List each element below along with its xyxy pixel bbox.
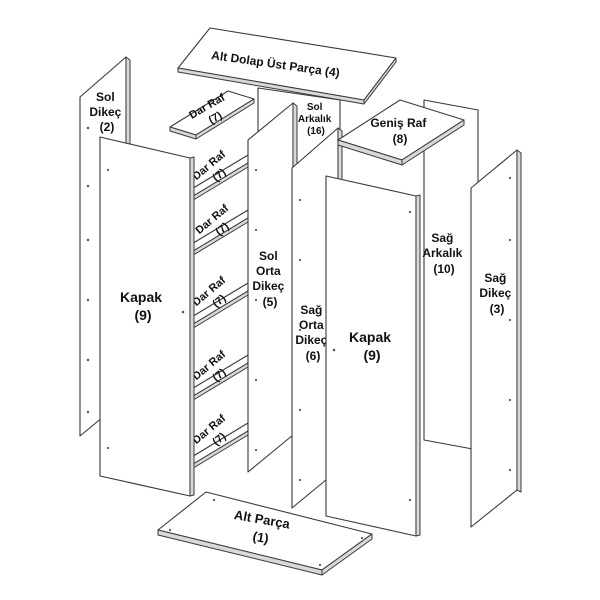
- genis-raf-number: (8): [393, 132, 408, 146]
- sag-arkalik-label-2: Arkalık: [422, 246, 462, 260]
- sol-arkalik-number: (16): [307, 126, 325, 137]
- dar-raf-number-top: (7): [207, 109, 225, 126]
- sol-dikec-label-2: Dikeç: [89, 105, 121, 119]
- dar-raf-shelf-3: Dar Raf (7): [189, 202, 249, 258]
- svg-text:Kapak (9): Kapak (9): [120, 289, 166, 323]
- kapak-right-door-panel: Kapak (9): [325, 175, 421, 537]
- sol-dikec-label-1: Sol: [96, 90, 115, 104]
- sag-orta-dikec-number: (6): [306, 349, 321, 363]
- dar-raf-shelf-5: Dar Raf (7): [189, 348, 249, 403]
- svg-text:Kapak (9): Kapak (9): [349, 329, 395, 363]
- sag-arkalik-panel: Sağ Arkalık (10): [422, 99, 479, 451]
- sag-orta-dikec-label-2: Orta: [299, 318, 324, 332]
- sag-arkalik-number: (10): [433, 262, 454, 276]
- kapak-left-label: Kapak: [120, 289, 162, 305]
- sol-dikec-number: (2): [100, 120, 115, 134]
- svg-text:Sağ Orta Dikeç: Sağ Orta Dikeç (6): [295, 303, 330, 363]
- kapak-left-number: (9): [134, 307, 151, 323]
- genis-raf-label: Geniş Raf: [370, 116, 427, 130]
- alt-dolap-ust-parca-number: (4): [324, 64, 340, 80]
- sol-orta-dikec-panel: Sol Orta Dikeç (5): [247, 102, 298, 473]
- dar-raf-shelf-6: Dar Raf (7): [189, 412, 249, 471]
- dar-raf-shelf-top: Dar Raf (7): [169, 90, 255, 140]
- sag-arkalik-label-1: Sağ: [431, 231, 453, 245]
- sol-orta-dikec-label-1: Sol: [259, 249, 278, 263]
- sag-dikec-label-1: Sağ: [484, 271, 506, 285]
- svg-text:Sağ Dikeç (3): Sağ Dikeç (3): [479, 271, 514, 316]
- sol-orta-dikec-label-2: Orta: [256, 264, 281, 278]
- sag-dikec-label-2: Dikeç: [479, 286, 511, 300]
- sol-arkalik-label-2: Arkalık: [298, 114, 332, 125]
- dar-raf-shelf-4: Dar Raf (7): [189, 274, 249, 331]
- svg-text:Geniş Raf (8): Geniş Raf (8): [370, 116, 429, 146]
- svg-text:Sol Dikeç (2): Sol Dikeç (2): [89, 90, 124, 134]
- alt-dolap-ust-parca-panel: Alt Dolap Üst Parça (4): [177, 27, 397, 105]
- genis-raf-shelf: Geniş Raf (8): [337, 99, 465, 166]
- sol-orta-dikec-label-3: Dikeç: [252, 279, 284, 293]
- sol-orta-dikec-number: (5): [263, 295, 278, 309]
- kapak-right-label: Kapak: [349, 329, 391, 345]
- svg-text:Sağ Arkalık (10): Sağ Arkalık (10): [422, 231, 465, 276]
- sag-orta-dikec-label-3: Dikeç: [295, 333, 327, 347]
- alt-parca-number: (1): [252, 529, 270, 547]
- alt-parca-panel: Alt Parça (1): [157, 491, 373, 576]
- dar-raf-shelf-2: Dar Raf (7): [189, 148, 249, 203]
- sag-dikec-number: (3): [490, 302, 505, 316]
- sag-orta-dikec-label-1: Sağ: [300, 303, 322, 317]
- svg-text:Sol Orta Dikeç: Sol Orta Dikeç (5): [252, 249, 287, 309]
- svg-text:Sol Arkalık (16): Sol Arkalık (16): [298, 102, 334, 137]
- kapak-right-number: (9): [363, 347, 380, 363]
- sag-dikec-panel: Sağ Dikeç (3): [470, 149, 522, 528]
- kapak-left-door-panel: Kapak (9): [99, 136, 195, 497]
- sol-arkalik-label-1: Sol: [307, 102, 323, 113]
